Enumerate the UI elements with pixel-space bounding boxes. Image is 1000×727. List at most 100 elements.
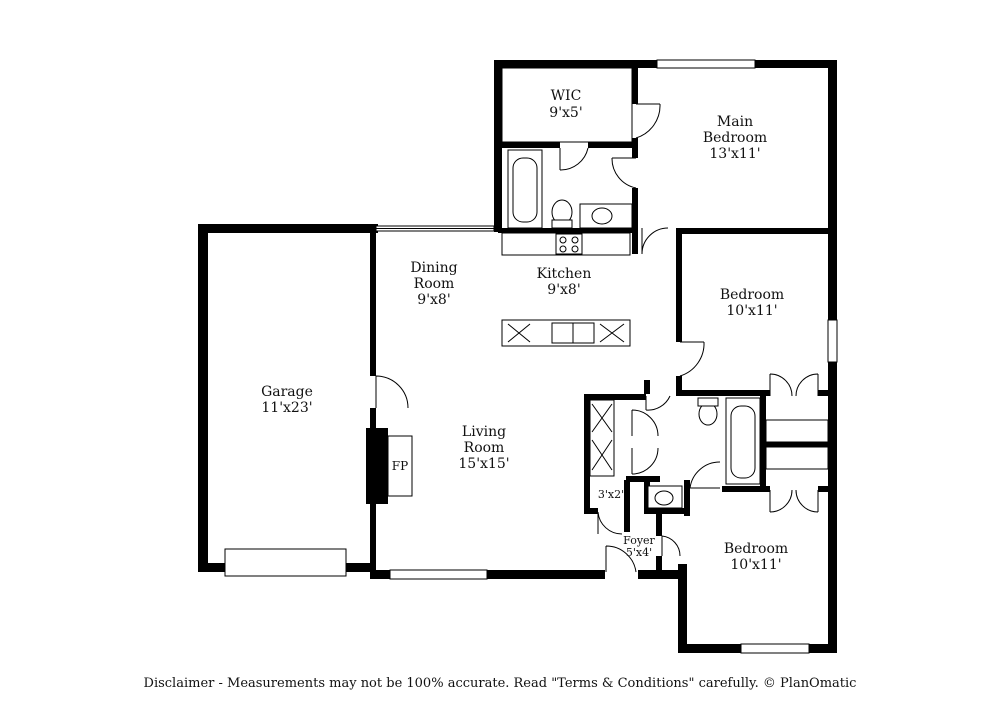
toilet-bath2-tank	[697, 397, 719, 407]
kitchen-size: 9'x8'	[547, 282, 580, 298]
door-closet-3x2	[597, 511, 623, 535]
wall-foyer-left	[624, 512, 630, 532]
windows	[224, 59, 838, 654]
door-bedroom2	[679, 341, 705, 377]
wall-bedroom3-bottom-a	[678, 644, 741, 653]
wall-garage-bottom-right	[346, 563, 376, 572]
door-hall-closet-a	[631, 409, 659, 437]
wall-dining-left	[370, 224, 376, 376]
wall-bed3-top-b	[818, 486, 832, 492]
vanity-main	[579, 203, 633, 229]
wall-bedroom3-bottom-b	[809, 644, 837, 653]
room-labels: WIC 9'x5' Main Bedroom 13'x11' Dining Ro…	[261, 88, 788, 573]
bathtub-bath2-inner	[730, 405, 756, 479]
foyer-name: Foyer	[623, 534, 655, 547]
wall-bath2-left	[644, 480, 650, 514]
window-bedroom3	[740, 643, 810, 654]
main-bedroom-name-2: Bedroom	[703, 130, 767, 146]
sink-bath2	[654, 490, 674, 506]
wall-foyer-right	[656, 512, 662, 536]
main-bedroom-name-1: Main	[717, 114, 753, 130]
door-bed3-closet-r	[795, 489, 819, 513]
burner-2	[571, 236, 579, 244]
sink-main	[591, 207, 613, 225]
wall-wic-bottom-b	[588, 142, 638, 148]
wall-bath-bottom	[498, 228, 638, 233]
toilet-main-tank	[551, 219, 573, 229]
island-cabinet-x2	[599, 323, 625, 343]
living-room-name-2: Room	[464, 440, 505, 456]
bedroom2-size: 10'x11'	[726, 303, 777, 319]
door-main-bedroom	[641, 227, 669, 255]
wall-wic-bottom-a	[498, 142, 560, 148]
wall-top-b	[755, 60, 837, 68]
door-foyer-closet	[661, 535, 681, 557]
wall-top-a	[495, 60, 657, 68]
door-hall-top	[645, 395, 671, 411]
garage-size: 11'x23'	[261, 400, 312, 416]
wall-garage-bottom-left	[198, 563, 225, 572]
door-bed2-closet-l	[769, 373, 793, 397]
wall-hall-mid	[626, 476, 660, 482]
kitchen-name: Kitchen	[537, 266, 592, 282]
closet-size: 3'x2'	[598, 488, 624, 501]
main-bedroom-size: 13'x11'	[709, 146, 760, 162]
foyer-size: 5'x4'	[626, 546, 652, 559]
bathtub-main-inner	[512, 157, 538, 223]
door-bath-main	[611, 157, 637, 189]
bedroom3-size: 10'x11'	[730, 557, 781, 573]
wall-kitchen-stub	[644, 380, 650, 394]
door-garage	[375, 375, 409, 409]
fireplace-label: FP	[392, 459, 408, 473]
dining-room-size: 9'x8'	[417, 292, 450, 308]
wall-living-bottom-a	[370, 570, 390, 579]
wall-garage-top	[198, 224, 378, 233]
door-hall-closet-b	[631, 447, 659, 475]
wic-outline	[501, 67, 633, 143]
wall-closet-3x2-right	[624, 480, 630, 514]
wall-bath2-right	[684, 480, 690, 516]
linen-closet	[589, 399, 615, 477]
wall-bed2-left-a	[676, 228, 682, 342]
wall-closet-3x2-bottom	[584, 508, 598, 514]
living-room-name-1: Living	[462, 424, 506, 440]
wall-wic-right	[632, 64, 638, 104]
burner-1	[559, 236, 567, 244]
stove	[555, 233, 583, 255]
fireplace-hearth	[366, 428, 388, 504]
closet-row-upper	[765, 419, 829, 443]
wall-living-bottom-b	[487, 570, 605, 579]
door-bath	[559, 147, 589, 171]
bedroom3-name: Bedroom	[724, 541, 788, 557]
door-bath2	[689, 461, 721, 489]
doors	[375, 103, 819, 573]
living-room-size: 15'x15'	[458, 456, 509, 472]
wall-bed2-bottom-b	[818, 390, 832, 396]
wall-bath-right-b	[632, 188, 638, 254]
wall-right-bottom	[828, 362, 837, 653]
door-bed2-closet-r	[795, 373, 819, 397]
closet-row-lower	[765, 446, 829, 470]
wall-main-bottom	[676, 228, 836, 234]
fireplace-box	[387, 435, 413, 497]
linen-x1	[591, 403, 613, 433]
wic-size: 9'x5'	[549, 105, 582, 121]
door-bed3-closet-l	[769, 489, 793, 513]
wall-hall-top	[584, 394, 646, 400]
window-main-bedroom	[656, 59, 756, 69]
garage-door	[224, 548, 347, 577]
window-bedroom2	[827, 319, 838, 363]
window-living	[389, 569, 488, 580]
garage-name: Garage	[261, 384, 313, 400]
wall-bath2-top-right	[722, 486, 762, 492]
burner-3	[559, 245, 567, 253]
wall-bed3-top-a	[762, 486, 770, 492]
burner-4	[571, 245, 579, 253]
wall-bath2-bottom	[646, 508, 686, 514]
wall-hall-left	[584, 394, 590, 514]
wall-bath-right	[632, 138, 638, 158]
dining-room-name-1: Dining	[410, 260, 457, 276]
thin-lines	[501, 67, 829, 470]
wic-name: WIC	[551, 88, 582, 104]
